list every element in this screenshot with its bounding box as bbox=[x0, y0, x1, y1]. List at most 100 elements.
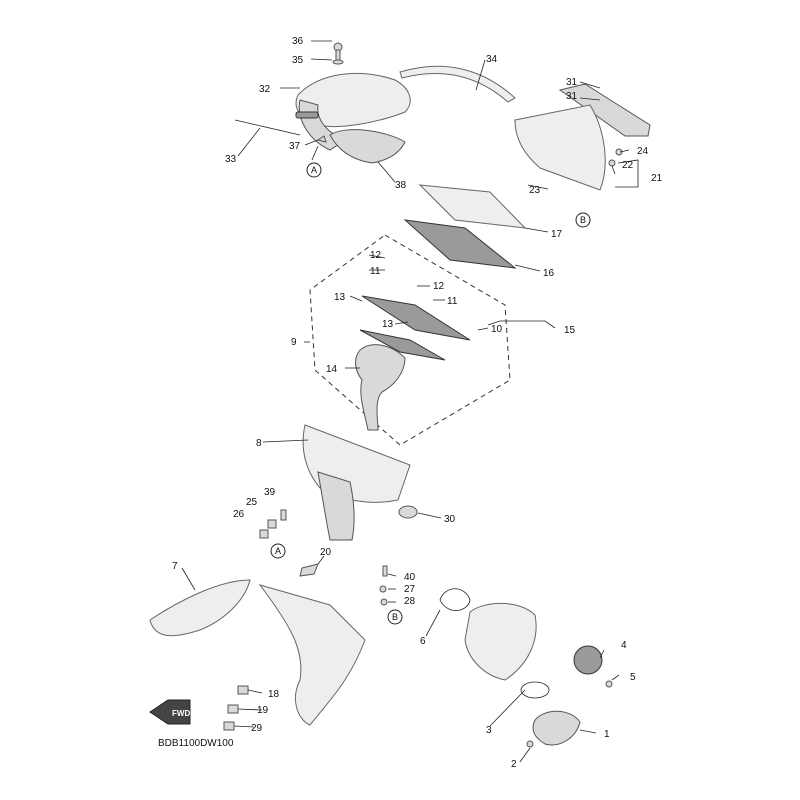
callout-13-a: 13 bbox=[334, 292, 346, 303]
part-25-grommet bbox=[267, 519, 277, 529]
callout-33: 33 bbox=[225, 154, 237, 165]
callout-23: 23 bbox=[529, 185, 541, 196]
callout-21: 21 bbox=[651, 173, 663, 184]
callout-24: 24 bbox=[637, 146, 649, 157]
part-28-nut bbox=[380, 598, 388, 606]
svg-text:B: B bbox=[392, 612, 398, 622]
air-box-group bbox=[302, 424, 418, 541]
part-37-clip bbox=[316, 135, 327, 143]
callout-37: 37 bbox=[289, 141, 301, 152]
callout-22: 22 bbox=[622, 160, 634, 171]
svg-text:B: B bbox=[580, 215, 586, 225]
callout-32: 32 bbox=[259, 84, 271, 95]
part-6-band bbox=[439, 588, 471, 611]
callout-12-b: 12 bbox=[433, 281, 445, 292]
part-40-bolt bbox=[382, 565, 388, 577]
callout-2: 2 bbox=[511, 759, 517, 770]
callout-35: 35 bbox=[292, 55, 304, 66]
part-5-bolt bbox=[605, 680, 613, 688]
callout-16: 16 bbox=[543, 268, 555, 279]
part-8-air-box-throat bbox=[317, 471, 355, 541]
part-33-rod bbox=[234, 119, 301, 136]
part-19-clip bbox=[227, 704, 239, 714]
part-39-bolt bbox=[280, 509, 287, 521]
part-8-air-box bbox=[302, 424, 411, 503]
callout-31-a: 31 bbox=[566, 77, 578, 88]
part-13-seal-lower bbox=[359, 329, 446, 361]
right-bracket-group bbox=[514, 83, 651, 191]
callout-36: 36 bbox=[292, 36, 304, 47]
callout-9: 9 bbox=[291, 337, 297, 348]
svg-text:FWD: FWD bbox=[172, 709, 190, 718]
callout-12-a: 12 bbox=[370, 250, 382, 261]
part-lower-main-duct bbox=[258, 584, 366, 726]
part-3-band bbox=[520, 681, 550, 699]
callout-7: 7 bbox=[172, 561, 178, 572]
callout-28: 28 bbox=[404, 596, 416, 607]
callout-27: 27 bbox=[404, 584, 416, 595]
callout-38: 38 bbox=[395, 180, 407, 191]
part-30-grommet bbox=[398, 505, 418, 519]
callout-3: 3 bbox=[486, 725, 492, 736]
callout-26: 26 bbox=[233, 509, 245, 520]
callout-1: 1 bbox=[604, 729, 610, 740]
callout-25: 25 bbox=[246, 497, 258, 508]
part-23-bracket-panel bbox=[514, 104, 606, 191]
callout-4: 4 bbox=[621, 640, 627, 651]
throttle-group bbox=[439, 588, 613, 748]
part-14-duct bbox=[355, 344, 406, 431]
callout-31-b: 31 bbox=[566, 91, 578, 102]
part-29-clip bbox=[223, 721, 235, 731]
svg-text:A: A bbox=[311, 165, 317, 175]
callout-11-a: 11 bbox=[370, 266, 381, 277]
part-27-washer bbox=[379, 585, 387, 593]
inner-group-9 bbox=[355, 295, 471, 431]
svg-text:A: A bbox=[275, 546, 281, 556]
callout-11-b: 11 bbox=[447, 296, 458, 307]
fwd-arrow-icon: FWD bbox=[149, 699, 191, 725]
callout-30: 30 bbox=[444, 514, 456, 525]
callout-34: 34 bbox=[486, 54, 498, 65]
callout-18: 18 bbox=[268, 689, 280, 700]
part-20-bracket bbox=[299, 563, 319, 577]
reference-mark-a-top: A bbox=[306, 162, 322, 178]
filter-group bbox=[403, 184, 527, 269]
callout-8: 8 bbox=[256, 438, 262, 449]
part-38-under-cover bbox=[329, 129, 406, 164]
part-1-joint bbox=[532, 710, 581, 746]
callout-17: 17 bbox=[551, 229, 563, 240]
callout-6: 6 bbox=[420, 636, 426, 647]
reference-mark-b-bottom: B bbox=[387, 609, 403, 625]
part-16-filter-element bbox=[403, 219, 517, 269]
callout-19: 19 bbox=[257, 705, 269, 716]
part-18-clip bbox=[237, 685, 249, 695]
lower-duct-group bbox=[149, 579, 366, 731]
part-4-cover bbox=[573, 645, 603, 675]
part-22-screw bbox=[608, 159, 616, 167]
callout-5: 5 bbox=[630, 672, 636, 683]
upper-cover-group bbox=[234, 42, 516, 164]
part-36-bolt-shank bbox=[335, 49, 341, 61]
part-32-vent-slot bbox=[295, 111, 319, 119]
part-13-seal-upper bbox=[361, 295, 471, 341]
part-2-screw bbox=[526, 740, 534, 748]
small-parts-group bbox=[259, 509, 388, 606]
part-24-screw bbox=[615, 148, 623, 156]
callout-10: 10 bbox=[491, 324, 503, 335]
part-26-collar bbox=[259, 529, 269, 539]
part-17-filter-frame bbox=[418, 184, 527, 229]
leader-lines bbox=[181, 40, 639, 763]
part-35-washer bbox=[332, 59, 344, 65]
callout-29: 29 bbox=[251, 723, 263, 734]
callout-labels: 36 35 32 33 37 38 34 31 31 24 22 21 23 1… bbox=[172, 36, 663, 770]
reference-mark-a-bottom: A bbox=[270, 543, 286, 559]
callout-39: 39 bbox=[264, 487, 276, 498]
callout-13-b: 13 bbox=[382, 319, 394, 330]
group-9-dashed-outline bbox=[309, 234, 511, 446]
callout-14: 14 bbox=[326, 364, 338, 375]
callout-40: 40 bbox=[404, 572, 416, 583]
callout-15: 15 bbox=[564, 325, 576, 336]
reference-mark-b-top: B bbox=[575, 212, 591, 228]
throttle-body bbox=[464, 602, 537, 681]
